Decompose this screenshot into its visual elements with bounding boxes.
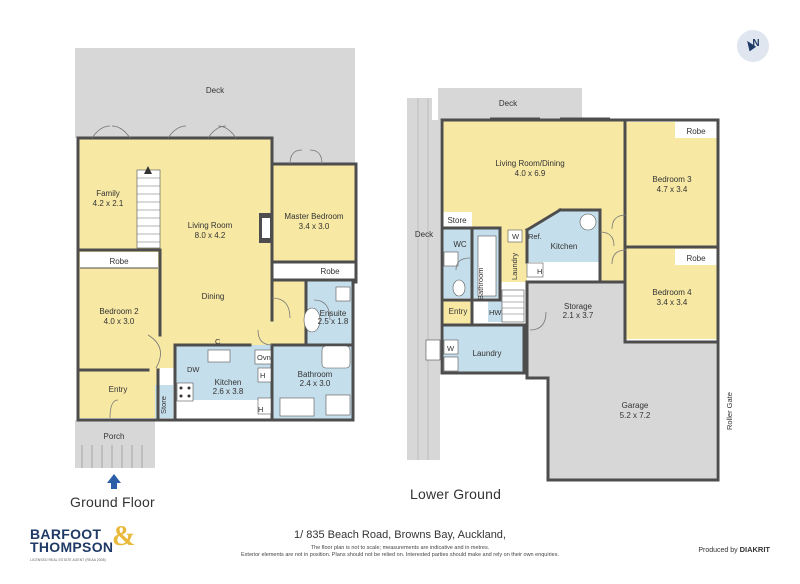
lg-living-label: Living Room/Dining (495, 159, 564, 168)
lg-fixture-w2: W (447, 344, 455, 353)
gf-entry-label: Entry (109, 385, 128, 394)
lg-garage-label: Garage (622, 401, 649, 410)
gf-fixture-ovn: Ovn (257, 353, 271, 362)
lg-fixture-ref: Ref. (528, 232, 542, 241)
gf-living-dims: 8.0 x 4.2 (195, 231, 226, 240)
lg-store-label: Store (447, 216, 467, 225)
brand-line1: BARFOOT (30, 526, 102, 542)
produced-by: Produced by DIAKRIT (698, 545, 770, 554)
lg-storage-dims: 2.1 x 3.7 (563, 311, 594, 320)
lg-kitchen-label: Kitchen (551, 242, 578, 251)
lg-fixture-h: H (537, 267, 542, 276)
gf-bathroom-label: Bathroom (298, 370, 333, 379)
gf-porch-label: Porch (104, 432, 125, 441)
compass-label: N (752, 38, 760, 49)
gf-family-label: Family (96, 189, 120, 198)
lg-deck-side-label: Deck (415, 230, 434, 239)
brand-ampersand: & (112, 521, 136, 552)
gf-ensuite-label: Ensuite (320, 309, 347, 318)
gf-robe-master-label: Robe (320, 267, 340, 276)
lg-bedroom4-dims: 3.4 x 3.4 (657, 298, 688, 307)
gf-living-label: Living Room (188, 221, 233, 230)
lg-wc-label: WC (453, 240, 467, 249)
gf-master-dims: 3.4 x 3.0 (299, 222, 330, 231)
entry-arrow-stem (111, 483, 117, 489)
lg-entry-label: Entry (449, 307, 468, 316)
disclaimer-line-2: Exterior elements are not in position. P… (241, 552, 559, 558)
gf-master-label: Master Bedroom (284, 212, 343, 221)
lg-fixture-w1: W (512, 232, 520, 241)
disclaimer-line-1: The floor plan is not to scale; measurem… (310, 545, 490, 551)
ground-floor-plan: Deck Family 4.2 x 2.1 Living Room 8.0 x … (75, 48, 358, 468)
brand-line2: THOMPSON (30, 539, 114, 555)
lg-laundry-label: Laundry (473, 349, 502, 358)
lg-storage-label: Storage (564, 302, 593, 311)
lg-deck-top-label: Deck (499, 99, 518, 108)
gf-fixture-h1: H (260, 371, 265, 380)
lg-living-dims: 4.0 x 6.9 (515, 169, 546, 178)
lg-bedroom3-label: Bedroom 3 (652, 175, 692, 184)
ground-floor-title: Ground Floor (70, 494, 155, 510)
brand-tagline: LICENSED REAL ESTATE AGENT (REAA 2008) (30, 558, 106, 562)
property-address: 1/ 835 Beach Road, Browns Bay, Auckland, (294, 529, 506, 541)
lg-fixture-hw: HW (489, 308, 502, 317)
gf-kitchen-dims: 2.6 x 3.8 (213, 387, 244, 396)
brand-logo: BARFOOT THOMPSON & LICENSED REAL ESTATE … (30, 523, 135, 567)
gf-fixture-h2: H (258, 405, 263, 414)
produced-by-prefix: Produced by (698, 547, 738, 554)
gf-bathroom-dims: 2.4 x 3.0 (300, 379, 331, 388)
gf-bedroom2-label: Bedroom 2 (99, 307, 139, 316)
entry-arrow-icon (107, 474, 121, 483)
lg-bedroom3-dims: 4.7 x 3.4 (657, 185, 688, 194)
gf-family-dims: 4.2 x 2.1 (93, 199, 124, 208)
gf-dining-label: Dining (202, 292, 225, 301)
gf-deck-area (75, 48, 355, 138)
gf-deck-label: Deck (206, 86, 225, 95)
gf-fixture-dw: DW (187, 365, 200, 374)
lower-ground-plan: Deck Deck Living Room/Dining 4.0 x 6.9 B… (407, 88, 734, 482)
gf-store-label: Store (159, 396, 168, 414)
gf-ensuite-dims: 2.5 x 1.8 (318, 317, 349, 326)
lg-robe4-label: Robe (686, 254, 706, 263)
lower-ground-title: Lower Ground (410, 486, 502, 502)
produced-by-name: DIAKRIT (739, 545, 770, 554)
lg-deck-top-area (438, 88, 582, 120)
lg-laundry-v-label: Laundry (510, 253, 519, 280)
lg-roller-gate-label: Roller Gate (725, 392, 734, 430)
gf-robe-bed2-label: Robe (109, 257, 129, 266)
north-compass: N (737, 30, 769, 62)
lg-garage-dims: 5.2 x 7.2 (620, 411, 651, 420)
lg-bathroom-label: Bathroom (476, 267, 485, 300)
gf-porch-area (75, 420, 155, 468)
gf-bedroom2-dims: 4.0 x 3.0 (104, 317, 135, 326)
gf-fixture-c: C (215, 337, 221, 346)
gf-kitchen-label: Kitchen (215, 378, 242, 387)
lg-deck-side-area (407, 98, 440, 460)
lg-robe3-label: Robe (686, 127, 706, 136)
lg-bedroom4-label: Bedroom 4 (652, 288, 692, 297)
